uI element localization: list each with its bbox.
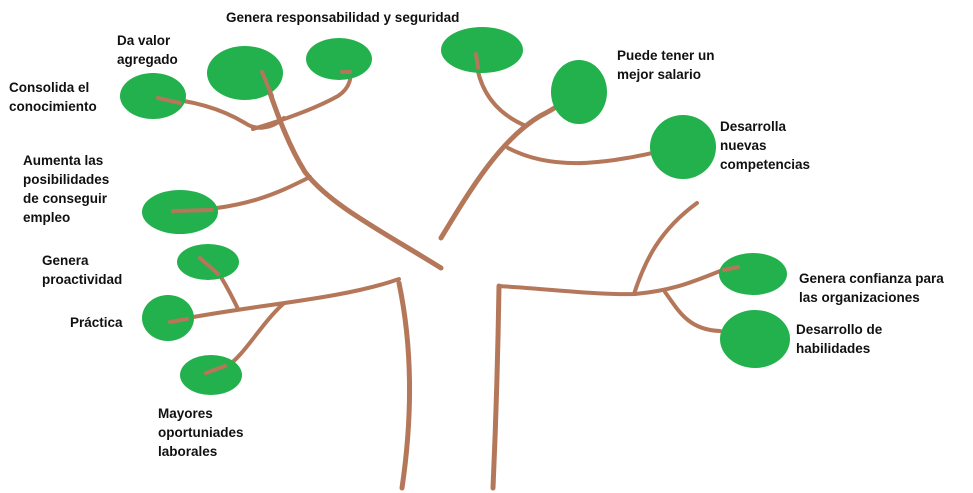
label-consolida-line-2: conocimiento: [9, 99, 97, 114]
trunk-left: [396, 280, 413, 491]
label-confianza-line-2: las organizaciones: [799, 290, 920, 305]
leaf-consolida: [120, 73, 186, 119]
branch-mayores: [223, 302, 285, 370]
trunk-right: [490, 283, 502, 491]
branch-left-lower: [170, 277, 401, 323]
branch-right-lower: [497, 263, 738, 297]
label-habilidades-line-1: Desarrollo de: [796, 322, 883, 337]
label-aumenta: Aumenta las posibilidades de conseguir e…: [23, 151, 109, 227]
label-desarrolla-line-1: Desarrolla: [720, 119, 787, 134]
stem-confianza: [722, 265, 740, 272]
label-aumenta-line-4: empleo: [23, 210, 71, 225]
label-desarrolla-line-3: competencias: [720, 157, 811, 172]
leaf-valor: [207, 46, 283, 100]
label-confianza: Genera confianza para las organizaciones: [799, 269, 944, 307]
leaf-cluster: [306, 38, 372, 80]
label-mayores-line-2: oportuniades: [158, 425, 244, 440]
label-mayores-line-3: laborales: [158, 444, 218, 459]
label-practica-line-1: Práctica: [70, 315, 123, 330]
label-consolida-line-1: Consolida el: [9, 80, 90, 95]
label-seguridad-line-1: Genera responsabilidad y seguridad: [226, 10, 460, 25]
label-mayores: Mayores oportuniades laborales: [158, 404, 244, 461]
label-valor-line-2: agregado: [117, 52, 178, 67]
label-valor: Da valor agregado: [117, 31, 178, 69]
stem-seguridad: [474, 52, 480, 70]
label-desarrolla: Desarrolla nuevas competencias: [720, 117, 810, 174]
stem-aumenta: [171, 208, 214, 213]
label-desarrolla-line-2: nuevas: [720, 138, 767, 153]
label-valor-line-1: Da valor: [117, 33, 171, 48]
leaf-seguridad: [441, 27, 523, 73]
stem-consolida: [156, 96, 182, 105]
stem-mayores: [204, 364, 227, 375]
label-proactividad-line-2: proactividad: [42, 272, 123, 287]
label-practica: Práctica: [70, 313, 123, 332]
leaf-desarrolla: [650, 115, 716, 179]
stem-valor: [260, 70, 274, 98]
label-salario-line-2: mejor salario: [617, 67, 702, 82]
leaf-habilidades: [720, 310, 790, 368]
leaf-practica: [142, 295, 194, 341]
stem-proactividad: [198, 256, 220, 276]
label-aumenta-line-3: de conseguir: [23, 191, 108, 206]
label-habilidades-line-2: habilidades: [796, 341, 871, 356]
branch-habilidades: [663, 290, 722, 333]
label-mayores-line-1: Mayores: [158, 406, 213, 421]
label-consolida: Consolida el conocimiento: [9, 78, 97, 116]
main-branch-left: [261, 72, 444, 271]
stem-practica: [168, 317, 189, 324]
leaf-mayores: [180, 355, 242, 395]
leaf-confianza: [719, 253, 787, 295]
label-aumenta-line-1: Aumenta las: [23, 153, 104, 168]
label-proactividad-line-1: Genera: [42, 253, 89, 268]
label-seguridad: Genera responsabilidad y seguridad: [226, 8, 459, 27]
label-proactividad: Genera proactividad: [42, 251, 122, 289]
label-confianza-line-1: Genera confianza para: [799, 271, 944, 286]
branch-right-up: [632, 201, 699, 296]
label-aumenta-line-2: posibilidades: [23, 172, 110, 187]
label-habilidades: Desarrollo de habilidades: [796, 320, 882, 358]
leaf-proactividad: [177, 244, 239, 280]
label-salario-line-1: Puede tener un: [617, 48, 715, 63]
leaf-salario: [551, 60, 607, 124]
label-salario: Puede tener un mejor salario: [617, 46, 715, 84]
